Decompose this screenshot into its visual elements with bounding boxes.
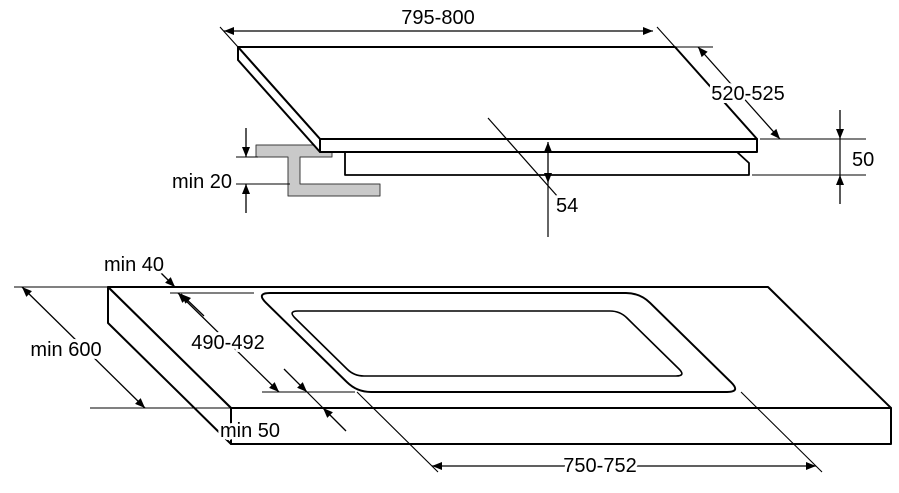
dim-hob-total-height-label: 54 bbox=[556, 195, 578, 217]
hob-front-face bbox=[319, 138, 758, 153]
extension-line bbox=[656, 26, 676, 48]
dimension-line bbox=[697, 46, 781, 140]
dim-cutout-width-label: 750-752 bbox=[563, 455, 636, 477]
dim-hob-edge-height: 50 bbox=[752, 110, 877, 204]
dim-cutout-width: 750-752 bbox=[356, 391, 823, 480]
worktop-figure: min 40 min 600 490-492 min 50 750-7 bbox=[14, 251, 892, 480]
dimension-line bbox=[21, 286, 146, 409]
dimension-arrow bbox=[322, 407, 347, 432]
dimension-arrow bbox=[151, 263, 176, 288]
worktop-front-face bbox=[230, 407, 892, 445]
dim-hob-depth: 520-525 bbox=[675, 46, 788, 140]
dim-hob-depth-label: 520-525 bbox=[711, 83, 784, 105]
hob-top-surface bbox=[237, 46, 758, 140]
hob-body bbox=[344, 151, 750, 176]
cutout-inner-ledge bbox=[291, 310, 683, 377]
extension-line bbox=[356, 391, 439, 473]
dim-hob-edge-height-label: 50 bbox=[852, 149, 874, 171]
dim-hob-width-label: 795-800 bbox=[401, 7, 474, 29]
extension-line bbox=[740, 391, 823, 473]
dimension-line bbox=[177, 292, 280, 393]
dim-worktop-depth: min 600 bbox=[14, 286, 231, 409]
dim-cutout-depth-label: 490-492 bbox=[191, 332, 264, 354]
surface-extension-line bbox=[487, 117, 567, 207]
dimension-line bbox=[306, 391, 324, 409]
dimension-arrow bbox=[283, 368, 308, 393]
dim-front-clearance-label: min 50 bbox=[220, 420, 280, 442]
dim-cutout-depth: 490-492 bbox=[177, 292, 355, 393]
hob-figure: 795-800 520-525 50 54 bbox=[169, 4, 877, 237]
dim-front-clearance: min 50 bbox=[217, 368, 347, 445]
dim-worktop-depth-label: min 600 bbox=[30, 339, 101, 361]
dim-hob-total-height: 54 bbox=[487, 117, 581, 237]
dim-back-clearance-label: min 40 bbox=[104, 254, 164, 276]
dim-hob-width: 795-800 bbox=[219, 4, 676, 48]
hob-left-face bbox=[237, 46, 321, 153]
dim-bracket-clearance-label: min 20 bbox=[172, 171, 232, 193]
dim-bracket-clearance: min 20 bbox=[169, 128, 290, 213]
extension-line bbox=[219, 26, 239, 48]
